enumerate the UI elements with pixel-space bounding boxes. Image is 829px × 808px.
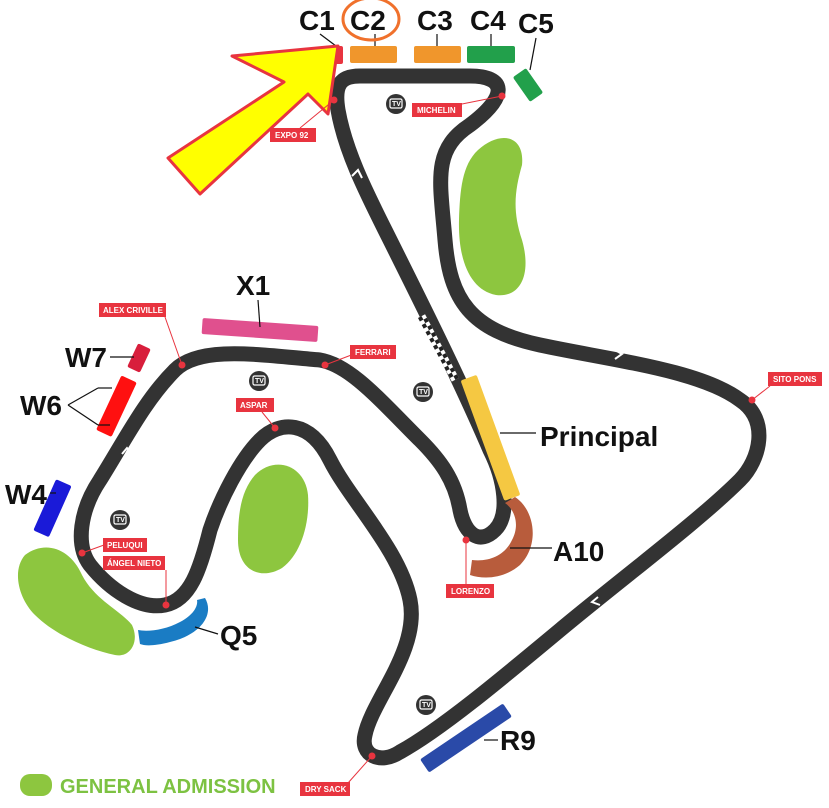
tv-icon: TV [249,371,269,391]
highlight-arrow-icon [166,44,340,196]
stand-w4-block[interactable] [33,479,71,537]
corner-tag-sito-pons[interactable]: SITO PONS [768,372,822,386]
tv-icons: TV TV TV TV TV [110,94,436,715]
stand-w4-label: W4 [5,479,47,510]
stand-c3-label: C3 [417,5,453,36]
corner-tag-aspar-text: ASPAR [240,401,268,410]
tv-icon: TV [416,695,436,715]
corner-tags: EXPO 92 MICHELIN ALEX CRIVILLE FERRARI A… [99,103,822,796]
svg-text:TV: TV [116,517,125,524]
stand-a10-label: A10 [553,536,604,567]
stand-x1-label: X1 [236,270,270,301]
corner-tag-ferrari-text: FERRARI [355,348,391,357]
corner-tag-peluqui[interactable]: PELUQUI [103,538,147,552]
stand-q5-block[interactable] [138,598,209,646]
stand-c4-block[interactable] [467,46,515,63]
corner-pin-lines [81,95,771,784]
general-admission-area-infield[interactable] [238,464,309,574]
grandstands [33,46,543,772]
race-track [73,68,767,766]
svg-text:TV: TV [419,389,428,396]
stand-r9-label: R9 [500,725,536,756]
corner-tag-alex-criville-text: ALEX CRIVILLE [103,306,164,315]
stand-c2-label: C2 [350,5,386,36]
svg-text:TV: TV [255,378,264,385]
stand-principal-block[interactable] [461,375,521,501]
svg-text:TV: TV [422,702,431,709]
corner-tag-expo92-text: EXPO 92 [275,131,309,140]
corner-tag-aspar[interactable]: ASPAR [236,398,274,412]
general-admission-areas [17,138,526,656]
stand-r9-block[interactable] [420,703,512,772]
corner-tag-ferrari[interactable]: FERRARI [350,345,396,359]
general-admission-swatch [20,774,52,796]
stand-x1-block[interactable] [201,318,319,342]
corner-tag-angel-nieto[interactable]: ÁNGEL NIETO [103,556,165,570]
legend-label: GENERAL ADMISSION [60,776,276,798]
direction-arrow-icon [614,349,624,360]
stand-q5-label: Q5 [220,620,257,651]
corner-tag-lorenzo-text: LORENZO [451,587,490,596]
tv-icon: TV [110,510,130,530]
corner-tag-sito-pons-text: SITO PONS [773,375,817,384]
stand-leader-lines [50,33,552,741]
stand-w7-label: W7 [65,342,107,373]
corner-tag-lorenzo[interactable]: LORENZO [446,584,494,598]
corner-tag-expo92[interactable]: EXPO 92 [270,128,316,142]
stand-c2-block[interactable] [350,46,397,63]
stand-c5-block[interactable] [513,68,543,102]
direction-arrow-icon [121,446,133,455]
start-finish-line [418,314,459,382]
stand-c3-block[interactable] [414,46,461,63]
stand-a10-block[interactable] [470,497,533,578]
general-admission-area-west[interactable] [17,547,135,656]
corner-tag-dry-sack-text: DRY SACK [305,785,347,794]
tv-icon: TV [413,382,433,402]
stand-w7-block[interactable] [127,343,151,373]
stand-labels: C1 C2 C3 C4 C5 X1 W7 W6 W4 Principal A10… [5,5,658,756]
highlight-circle [341,0,401,42]
stand-principal-label: Principal [540,421,658,452]
direction-arrow-icon [590,596,601,606]
corner-tag-peluqui-text: PELUQUI [107,541,143,550]
corner-tag-michelin[interactable]: MICHELIN [412,103,462,117]
stand-w6-label: W6 [20,390,62,421]
tv-icon: TV [386,94,406,114]
stand-w6-block[interactable] [96,375,137,437]
stand-c1-label: C1 [299,5,335,36]
legend: GENERAL ADMISSION [20,774,276,798]
direction-arrow-icon [351,168,363,179]
stand-c5-label: C5 [518,8,554,39]
corner-tag-dry-sack[interactable]: DRY SACK [300,782,350,796]
direction-arrows [121,168,624,606]
stand-c4-label: C4 [470,5,506,36]
svg-text:TV: TV [392,101,401,108]
corner-tag-alex-criville[interactable]: ALEX CRIVILLE [99,303,166,317]
general-admission-area-east[interactable] [458,138,526,296]
corner-tag-michelin-text: MICHELIN [417,106,456,115]
direction-arrow-icon [379,500,391,509]
corner-tag-angel-nieto-text: ÁNGEL NIETO [107,559,161,568]
